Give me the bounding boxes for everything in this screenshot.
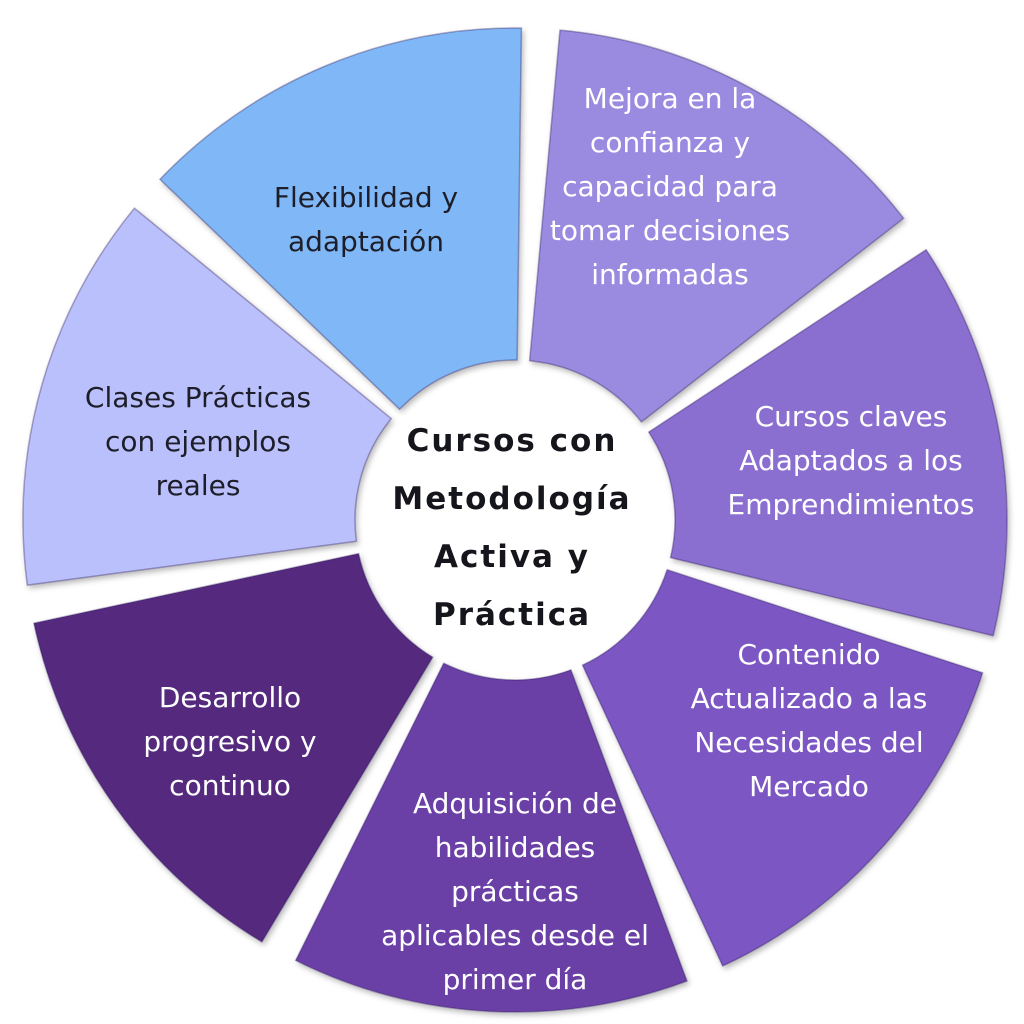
wheel-segment-confianza [528,29,905,423]
wheel-segment-desarrollo-progresivo [33,552,434,943]
segment-label-desarrollo-progresivo: Desarrollo progresivo y continuo [143,681,317,802]
segment-label-contenido-actualizado: Contenido Actualizado a las Necesidades … [690,638,928,803]
center-title: Cursos con Metodología Activa y Práctica [392,423,632,633]
wheel-segment-contenido-actualizado [581,568,984,967]
segment-label-flexibilidad: Flexibilidad y adaptación [273,181,459,258]
segment-label-habilidades-practicas: Adquisición de habilidades prácticas apl… [381,787,649,996]
segment-label-cursos-claves: Cursos claves Adaptados a los Emprendimi… [727,400,975,521]
segment-label-confianza: Mejora en la confianza y capacidad para … [549,82,791,291]
segment-label-clases-practicas: Clases Prácticas con ejemplos reales [84,381,312,502]
wheel-segment-habilidades-practicas [294,662,688,1013]
wheel-segment-clases-practicas [22,207,393,586]
wheel-segment-flexibilidad [158,27,523,411]
wheel-segment-cursos-claves [647,248,1008,637]
